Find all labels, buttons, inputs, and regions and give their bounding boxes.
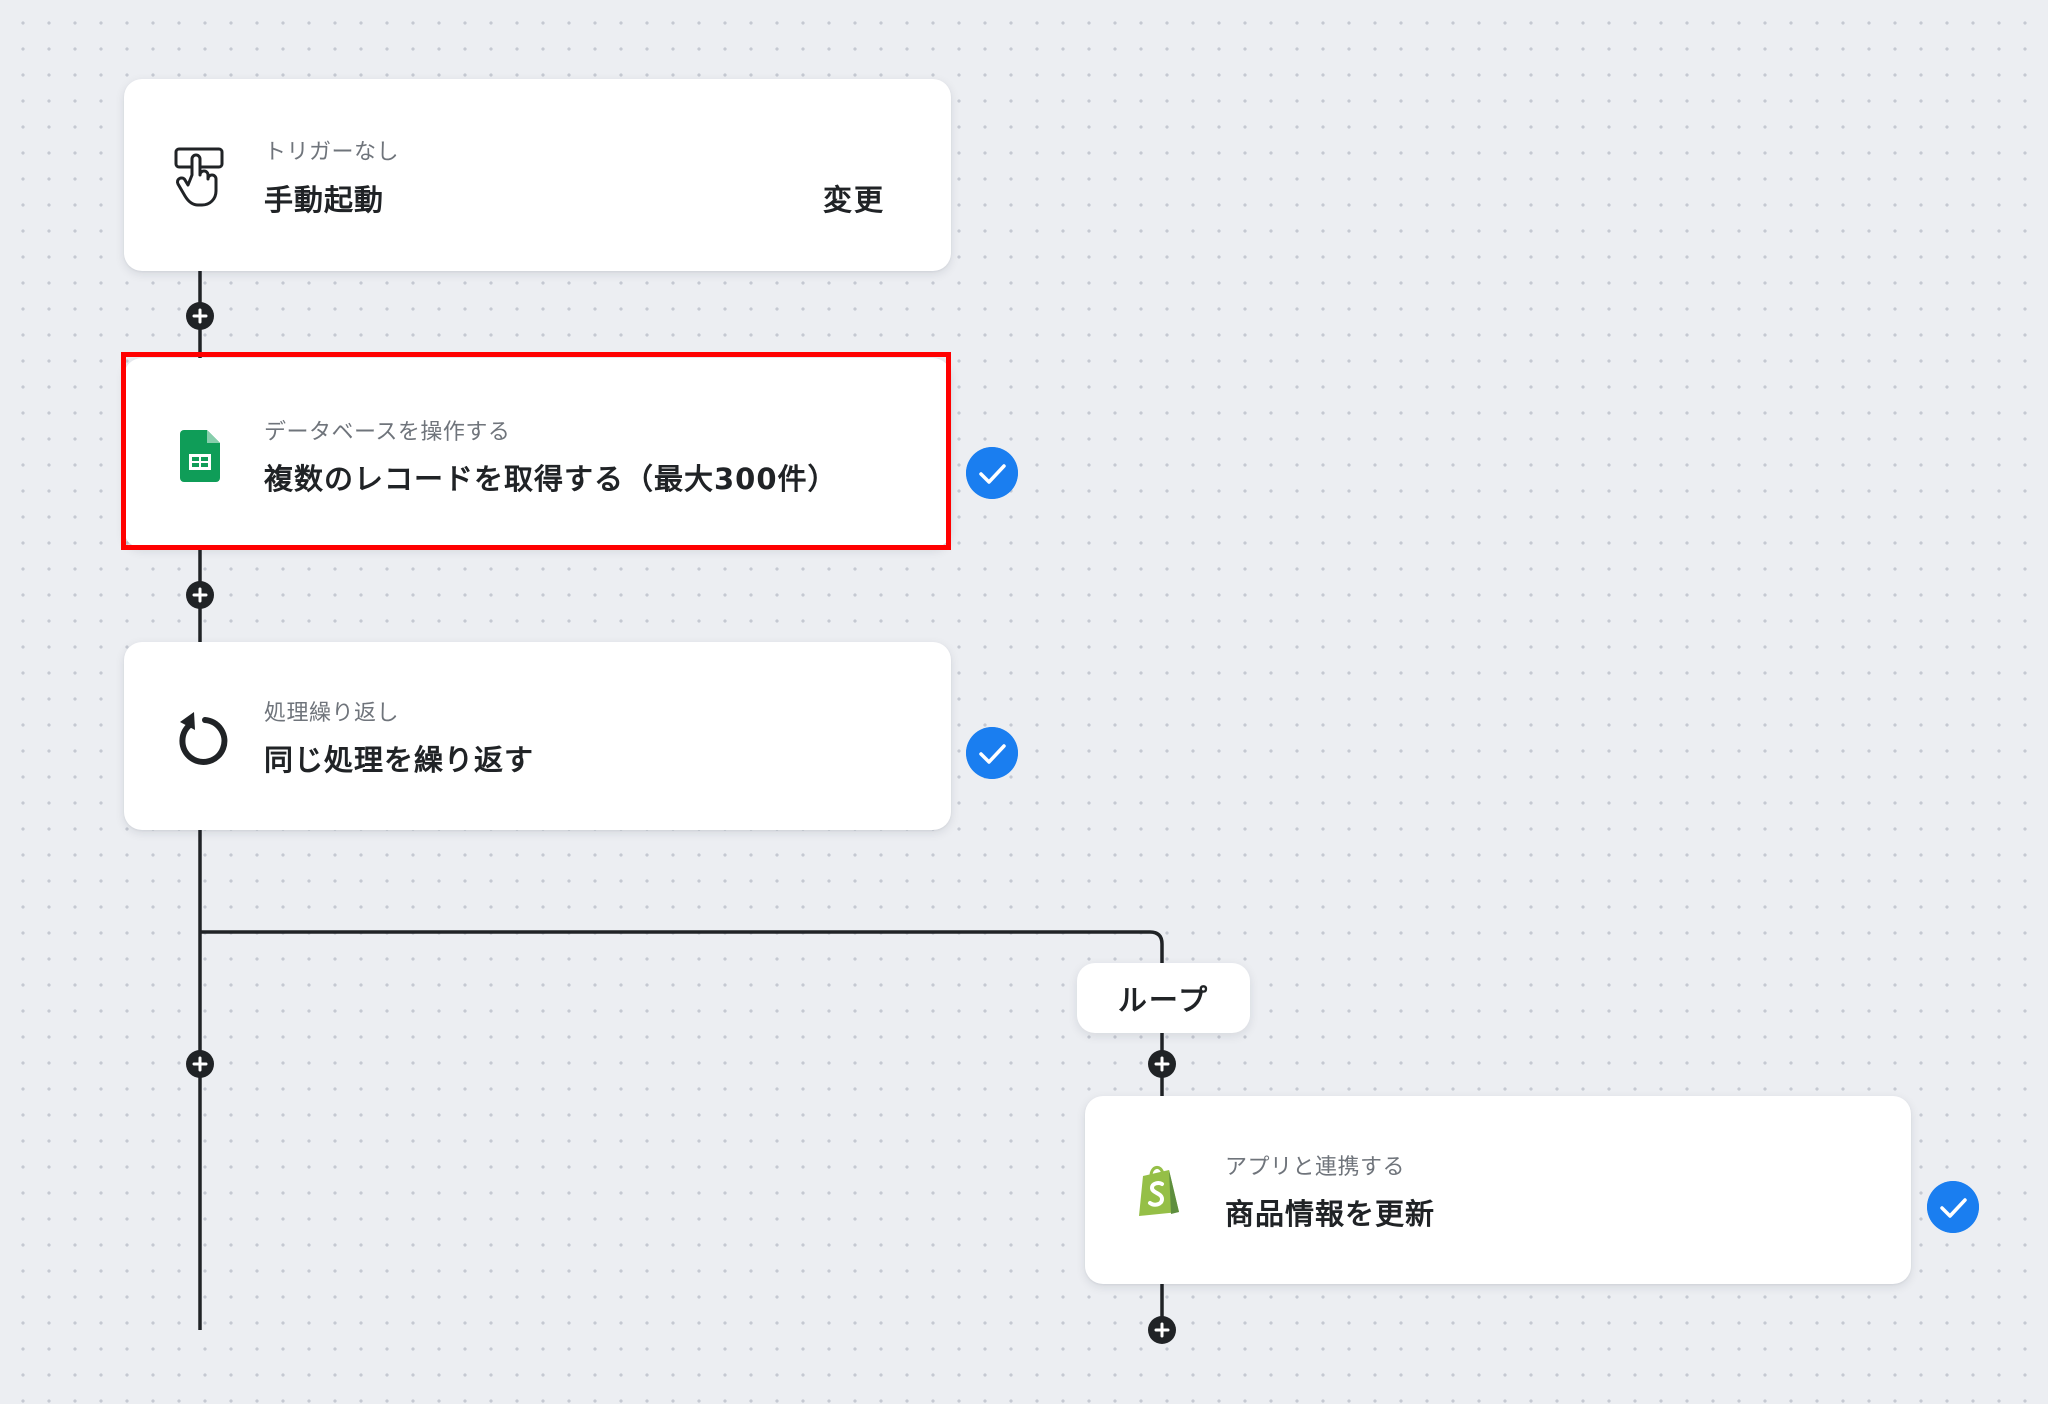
add-loop-step-button-2[interactable] xyxy=(1147,1315,1177,1345)
database-sublabel: データベースを操作する xyxy=(264,420,511,445)
loop-branch-label: ループ xyxy=(1077,963,1250,1033)
app-complete-check-icon xyxy=(1927,1181,1979,1233)
google-sheets-icon xyxy=(180,430,220,482)
repeat-complete-check-icon xyxy=(966,727,1018,779)
add-step-button-1[interactable] xyxy=(185,301,215,331)
add-step-button-3[interactable] xyxy=(185,1049,215,1079)
change-trigger-button[interactable]: 変更 xyxy=(822,183,885,217)
database-card[interactable]: データベースを操作する 複数のレコードを取得する（最大300件） xyxy=(124,358,951,548)
trigger-title: 手動起動 xyxy=(264,183,385,217)
shopify-icon xyxy=(1139,1166,1179,1216)
app-sublabel: アプリと連携する xyxy=(1225,1155,1406,1180)
database-title: 複数のレコードを取得する（最大300件） xyxy=(264,462,838,496)
app-card[interactable]: アプリと連携する 商品情報を更新 xyxy=(1085,1096,1911,1284)
database-complete-check-icon xyxy=(966,447,1018,499)
repeat-sublabel: 処理繰り返し xyxy=(264,701,400,726)
trigger-card[interactable]: トリガーなし 手動起動 変更 xyxy=(124,79,951,271)
trigger-sublabel: トリガーなし xyxy=(264,140,400,165)
hand-pointer-icon xyxy=(174,147,224,207)
repeat-card[interactable]: 処理繰り返し 同じ処理を繰り返す xyxy=(124,642,951,830)
app-title: 商品情報を更新 xyxy=(1225,1197,1436,1231)
loop-arrow-icon xyxy=(179,712,228,765)
add-step-button-2[interactable] xyxy=(185,580,215,610)
add-loop-step-button-1[interactable] xyxy=(1147,1049,1177,1079)
repeat-title: 同じ処理を繰り返す xyxy=(264,743,535,777)
